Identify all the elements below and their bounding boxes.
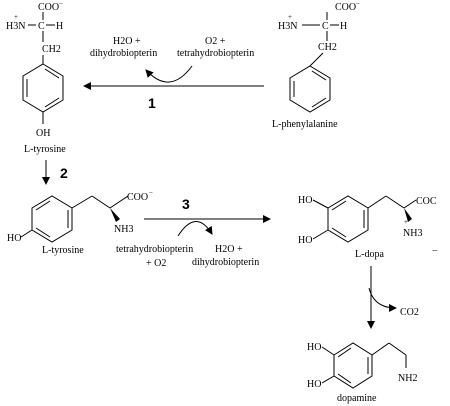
reaction-3-curved-arrow xyxy=(177,221,213,237)
dopa-oh-bottom: HO xyxy=(298,235,312,246)
dopamine-ho-bottom: HO xyxy=(307,379,321,390)
dopamine-name: dopamine xyxy=(337,393,377,404)
phe-name: L-phenylalanine xyxy=(272,119,338,130)
phe-benzene-ring xyxy=(289,65,331,113)
r1-left-top-a: H2O + xyxy=(113,36,141,47)
phe-coo-label: COO xyxy=(335,2,356,13)
tyr1-coo-label: COO xyxy=(38,2,59,13)
r1-left-top-b: dihydrobiopterin xyxy=(90,48,157,59)
reaction-3: 3 tetrahydrobiopterin + O2 H2O + dihydro… xyxy=(116,196,271,269)
tyr1-coo-charge: − xyxy=(59,0,63,8)
dopa-benzene-ring xyxy=(327,195,369,243)
tyr2-nh3-label: NH3 xyxy=(114,224,133,235)
tyr1-h-label: H xyxy=(56,21,63,32)
reaction-1: H2O + dihydrobiopterin O2 + tetrahydrobi… xyxy=(83,36,264,111)
phe-coo-charge: − xyxy=(356,0,360,8)
r2-step-number: 2 xyxy=(60,165,68,181)
tyr1-oh-label: OH xyxy=(36,128,50,139)
tyr2-coo-charge: − xyxy=(149,189,153,197)
phe-h3n-label: H3N xyxy=(278,21,297,32)
tyrosine-mid-structure: HO COO − NH3 + L-tyrosine xyxy=(7,189,153,256)
phenylalanine-structure: COO − H3N + C H CH2 L-phenylalanine xyxy=(272,0,360,130)
reaction-4: CO2 xyxy=(367,266,419,329)
tyr1-benzene-ring xyxy=(22,63,64,113)
reaction-1-curved-arrow xyxy=(145,65,193,83)
r3-bottom-left-a: tetrahydrobiopterin xyxy=(116,244,193,255)
r1-right-top-b: tetrahydrobiopterin xyxy=(177,48,254,59)
dopa-oh-top: HO xyxy=(298,195,312,206)
dopamine-benzene-ring xyxy=(333,342,373,389)
phe-alpha-c: C xyxy=(322,21,329,32)
reaction-2: 2 xyxy=(42,160,68,185)
reaction-4-curved-arrow xyxy=(368,287,397,312)
phe-h-label: H xyxy=(340,21,347,32)
ldopa-structure: HO HO COC NH3 + − L-dopa xyxy=(298,195,438,260)
dopa-nh3-label: NH3 xyxy=(403,228,422,239)
tyr2-ho-label: HO xyxy=(7,233,21,244)
r1-step-number: 1 xyxy=(148,95,156,111)
dopa-coc-label: COC xyxy=(416,196,437,207)
r3-bottom-right-b: dihydrobiopterin xyxy=(192,257,259,268)
tyr2-name: L-tyrosine xyxy=(42,245,84,256)
tyr1-name: L-tyrosine xyxy=(24,144,66,155)
r1-right-top-a: O2 + xyxy=(205,36,226,47)
tyr1-ch2-label: CH2 xyxy=(42,44,61,55)
dopa-name: L-dopa xyxy=(355,249,384,260)
dopa-minus: − xyxy=(432,246,438,257)
r4-product-co2: CO2 xyxy=(400,307,419,318)
tyr1-alpha-c: C xyxy=(38,21,45,32)
r3-step-number: 3 xyxy=(182,196,190,212)
tyr1-h3n-label: H3N xyxy=(6,21,25,32)
phe-bond-ch2-ring xyxy=(309,52,324,67)
tyrosine-top-structure: COO − H3N + C H CH2 OH L-tyrosine xyxy=(6,0,66,155)
tyr2-coo-label: COO xyxy=(127,192,148,203)
dopamine-nh2-label: NH2 xyxy=(398,373,417,384)
phe-ch2-label: CH2 xyxy=(318,42,337,53)
tyr2-nh3-charge: + xyxy=(116,215,120,223)
r3-bottom-left-b: + O2 xyxy=(146,258,166,269)
dopamine-ho-top: HO xyxy=(307,342,321,353)
tyr1-h3n-charge: + xyxy=(14,13,18,21)
dopamine-structure: HO HO NH2 dopamine xyxy=(307,342,417,404)
dopa-nh3-charge: + xyxy=(404,218,408,226)
r3-bottom-right-a: H2O + xyxy=(215,244,243,255)
tyr2-benzene-ring xyxy=(31,195,73,243)
phe-h3n-charge: + xyxy=(288,13,292,21)
